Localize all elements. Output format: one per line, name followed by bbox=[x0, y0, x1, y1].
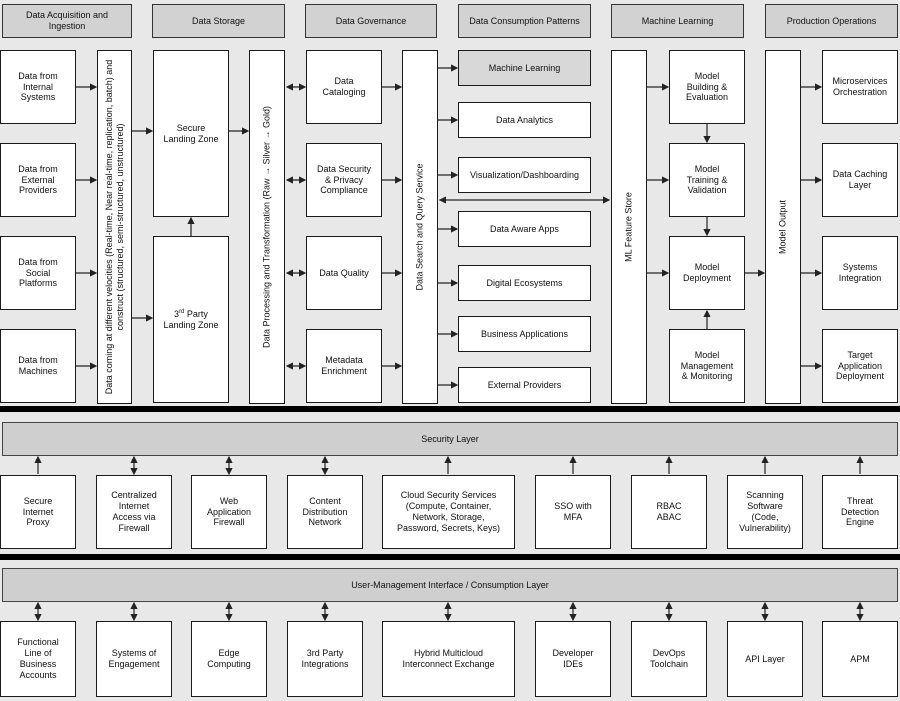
governance-security-privacy: Data Security & Privacy Compliance bbox=[306, 143, 382, 217]
third-party-landing-label: 3rd Party Landing Zone bbox=[163, 308, 219, 330]
ops-microservices-orchestration: Microservices Orchestration bbox=[822, 50, 898, 124]
ml-feature-store-bar: ML Feature Store bbox=[611, 50, 647, 404]
ml-model-building: Model Building & Evaluation bbox=[669, 50, 745, 124]
ops-data-caching-layer: Data Caching Layer bbox=[822, 143, 898, 217]
security-layer-band: Security Layer bbox=[2, 422, 898, 456]
security-cloud-security-services: Cloud Security Services (Compute, Contai… bbox=[382, 475, 515, 549]
data-processing-text: Data Processing and Transformation (Raw … bbox=[261, 105, 272, 349]
user-edge-computing: Edge Computing bbox=[191, 621, 267, 697]
consumption-data-analytics: Data Analytics bbox=[458, 102, 591, 138]
ml-model-training: Model Training & Validation bbox=[669, 143, 745, 217]
header-data-acquisition: Data Acquisition and Ingestion bbox=[2, 4, 132, 38]
user-api-layer: API Layer bbox=[727, 621, 803, 697]
header-data-storage: Data Storage bbox=[152, 4, 285, 38]
governance-data-quality: Data Quality bbox=[306, 236, 382, 310]
consumption-visualization: Visualization/Dashboarding bbox=[458, 157, 591, 193]
consumption-external-providers: External Providers bbox=[458, 367, 591, 403]
user-third-party-integrations: 3rd Party Integrations bbox=[287, 621, 363, 697]
consumption-data-aware-apps: Data Aware Apps bbox=[458, 211, 591, 247]
model-output-text: Model Output bbox=[777, 199, 788, 255]
source-internal-systems: Data from Internal Systems bbox=[0, 50, 76, 124]
header-data-governance: Data Governance bbox=[305, 4, 437, 38]
ml-feature-store-text: ML Feature Store bbox=[623, 192, 634, 262]
source-social-platforms: Data from Social Platforms bbox=[0, 236, 76, 310]
data-search-query-bar: Data Search and Query Service bbox=[402, 50, 438, 404]
ml-model-deployment: Model Deployment bbox=[669, 236, 745, 310]
security-content-distribution-network: Content Distribution Network bbox=[287, 475, 363, 549]
user-developer-ides: Developer IDEs bbox=[535, 621, 611, 697]
header-production-operations: Production Operations bbox=[765, 4, 898, 38]
governance-cataloging: Data Cataloging bbox=[306, 50, 382, 124]
user-systems-of-engagement: Systems of Engagement bbox=[96, 621, 172, 697]
security-threat-detection-engine: Threat Detection Engine bbox=[822, 475, 898, 549]
data-search-query-text: Data Search and Query Service bbox=[414, 163, 425, 291]
user-hybrid-multicloud: Hybrid Multicloud Interconnect Exchange bbox=[382, 621, 515, 697]
user-functional-lob-accounts: Functional Line of Business Accounts bbox=[0, 621, 76, 697]
user-devops-toolchain: DevOps Toolchain bbox=[631, 621, 707, 697]
user-apm: APM bbox=[822, 621, 898, 697]
secure-landing-zone: Secure Landing Zone bbox=[153, 50, 229, 217]
data-processing-bar: Data Processing and Transformation (Raw … bbox=[249, 50, 285, 404]
security-secure-internet-proxy: Secure Internet Proxy bbox=[0, 475, 76, 549]
user-management-layer-band: User-Management Interface / Consumption … bbox=[2, 568, 898, 602]
consumption-digital-ecosystems: Digital Ecosystems bbox=[458, 265, 591, 301]
source-external-providers: Data from External Providers bbox=[0, 143, 76, 217]
header-data-consumption: Data Consumption Patterns bbox=[458, 4, 591, 38]
ingestion-velocity-text: Data coming at different velocities (Rea… bbox=[103, 59, 125, 395]
ops-target-application-deployment: Target Application Deployment bbox=[822, 329, 898, 403]
ops-systems-integration: Systems Integration bbox=[822, 236, 898, 310]
security-centralized-firewall: Centralized Internet Access via Firewall bbox=[96, 475, 172, 549]
security-rbac-abac: RBAC ABAC bbox=[631, 475, 707, 549]
model-output-bar: Model Output bbox=[765, 50, 801, 404]
ml-model-management: Model Management & Monitoring bbox=[669, 329, 745, 403]
ingestion-velocity-bar: Data coming at different velocities (Rea… bbox=[97, 50, 132, 404]
security-sso-mfa: SSO with MFA bbox=[535, 475, 611, 549]
third-party-landing-zone: 3rd Party Landing Zone bbox=[153, 236, 229, 403]
consumption-business-applications: Business Applications bbox=[458, 316, 591, 352]
source-machines: Data from Machines bbox=[0, 329, 76, 403]
consumption-machine-learning: Machine Learning bbox=[458, 50, 591, 86]
security-scanning-software: Scanning Software (Code, Vulnerability) bbox=[727, 475, 803, 549]
security-web-application-firewall: Web Application Firewall bbox=[191, 475, 267, 549]
header-machine-learning: Machine Learning bbox=[611, 4, 744, 38]
governance-metadata-enrichment: Metadata Enrichment bbox=[306, 329, 382, 403]
